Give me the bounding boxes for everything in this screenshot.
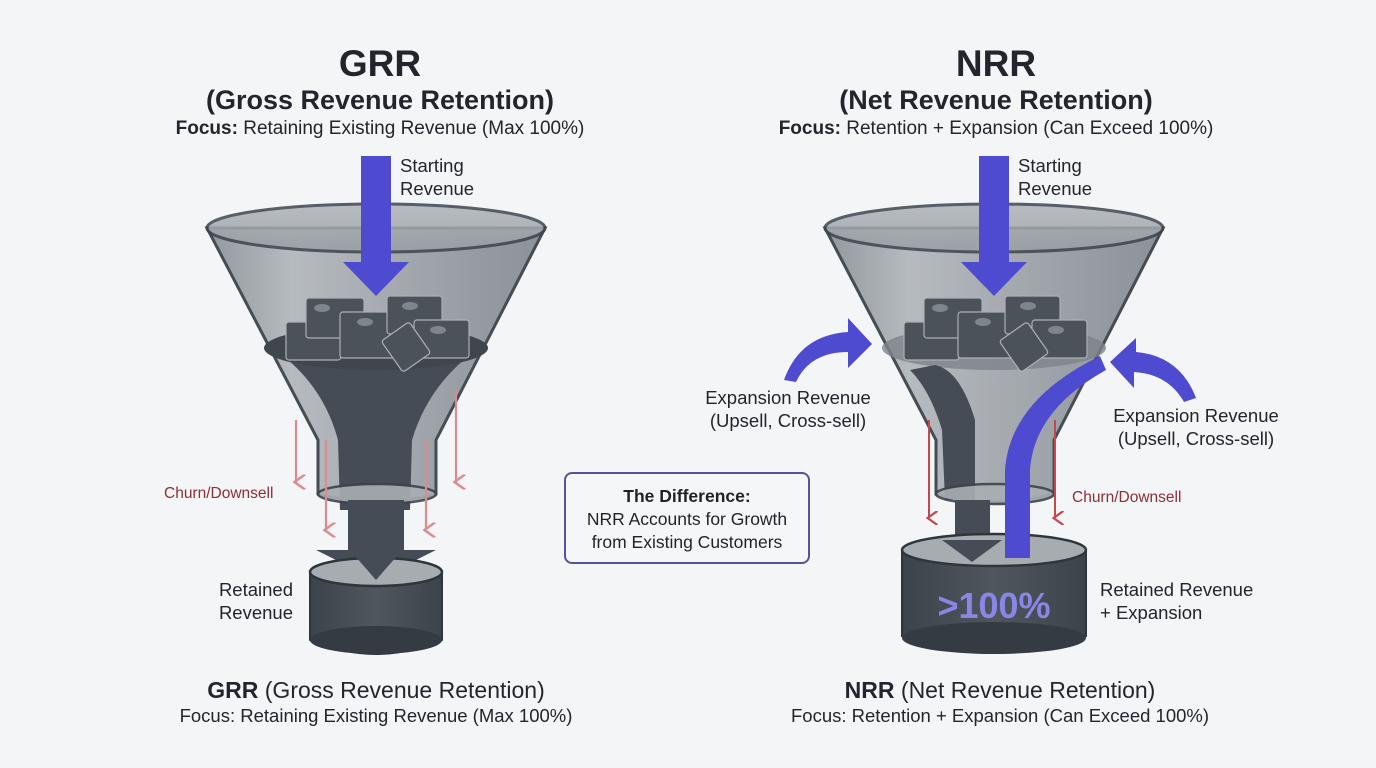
nrr-caption-focus: Focus: Retention + Expansion (Can Exceed… [790, 705, 1210, 726]
expansion-arrow-right-icon [1110, 338, 1196, 402]
expansion-stream [1005, 356, 1106, 558]
nrr-caption: NRR (Net Revenue Retention) Focus: Reten… [750, 676, 1250, 728]
grr-caption-focus: Focus: Retaining Existing Revenue (Max 1… [179, 705, 573, 726]
grr-caption: GRR (Gross Revenue Retention) Focus: Ret… [126, 676, 626, 728]
nrr-result-percent: >100% [937, 585, 1051, 626]
starting-revenue-arrow [961, 156, 1027, 296]
label-line: Starting [400, 155, 464, 176]
nrr-retained-label: Retained Revenue + Expansion [1100, 578, 1253, 624]
grr-churn-label: Churn/Downsell [164, 485, 274, 502]
nrr-expansion-right-label: Expansion Revenue (Upsell, Cross-sell) [1098, 404, 1294, 450]
grr-churn-arrows [296, 390, 456, 530]
expansion-arrow-left-icon [784, 318, 872, 382]
difference-line: from Existing Customers [591, 532, 783, 552]
nrr-churn-label: Churn/Downsell [1072, 489, 1182, 506]
label-line: Starting [1018, 155, 1082, 176]
money-stack-icon [285, 295, 470, 372]
label-line: (Upsell, Cross-sell) [709, 410, 867, 431]
grr-caption-title: GRR (Gross Revenue Retention) [126, 676, 626, 704]
grr-header: GRR (Gross Revenue Retention) Focus: Ret… [130, 44, 630, 141]
label-line: Revenue [1018, 178, 1093, 199]
label-line: Retained [218, 579, 293, 600]
label-line: Expansion Revenue [705, 387, 871, 408]
nrr-full-name: (Net Revenue Retention) [839, 85, 1153, 115]
focus-label: Focus: [175, 118, 238, 139]
nrr-focus: Focus: Retention + Expansion (Can Exceed… [746, 117, 1246, 141]
grr-retained-label: Retained Revenue [200, 578, 293, 624]
difference-title: The Difference: [623, 486, 751, 506]
nrr-caption-title: NRR (Net Revenue Retention) [750, 676, 1250, 704]
money-stack-icon [903, 295, 1088, 372]
nrr-acronym: NRR [955, 43, 1037, 84]
focus-label: Focus: [778, 118, 841, 139]
label-line: Revenue [218, 602, 293, 623]
caption-name: (Gross Revenue Retention) [258, 677, 545, 703]
nrr-churn-arrows [929, 420, 1055, 518]
grr-acronym: GRR [338, 43, 422, 84]
grr-starting-revenue-label: Starting Revenue [400, 154, 474, 200]
starting-revenue-arrow [343, 156, 409, 296]
label-line: Retained Revenue [1100, 579, 1254, 600]
label-line: + Expansion [1100, 602, 1203, 623]
difference-callout: The Difference: NRR Accounts for Growth … [564, 472, 810, 564]
grr-focus: Focus: Retaining Existing Revenue (Max 1… [130, 117, 630, 141]
caption-name: (Net Revenue Retention) [894, 677, 1156, 703]
difference-line: NRR Accounts for Growth [586, 509, 788, 529]
caption-acronym: GRR [207, 677, 259, 703]
grr-full-name: (Gross Revenue Retention) [205, 85, 555, 115]
nrr-funnel [784, 156, 1196, 654]
nrr-header: NRR (Net Revenue Retention) Focus: Reten… [746, 44, 1246, 141]
label-line: Revenue [400, 178, 475, 199]
grr-funnel [204, 156, 548, 655]
nrr-starting-revenue-label: Starting Revenue [1018, 154, 1092, 200]
caption-acronym: NRR [844, 677, 895, 703]
label-line: (Upsell, Cross-sell) [1117, 428, 1275, 449]
label-line: Expansion Revenue [1113, 405, 1279, 426]
focus-text: Retention + Expansion (Can Exceed 100%) [840, 118, 1214, 139]
nrr-expansion-left-label: Expansion Revenue (Upsell, Cross-sell) [690, 386, 886, 432]
focus-text: Retaining Existing Revenue (Max 100%) [237, 118, 585, 139]
